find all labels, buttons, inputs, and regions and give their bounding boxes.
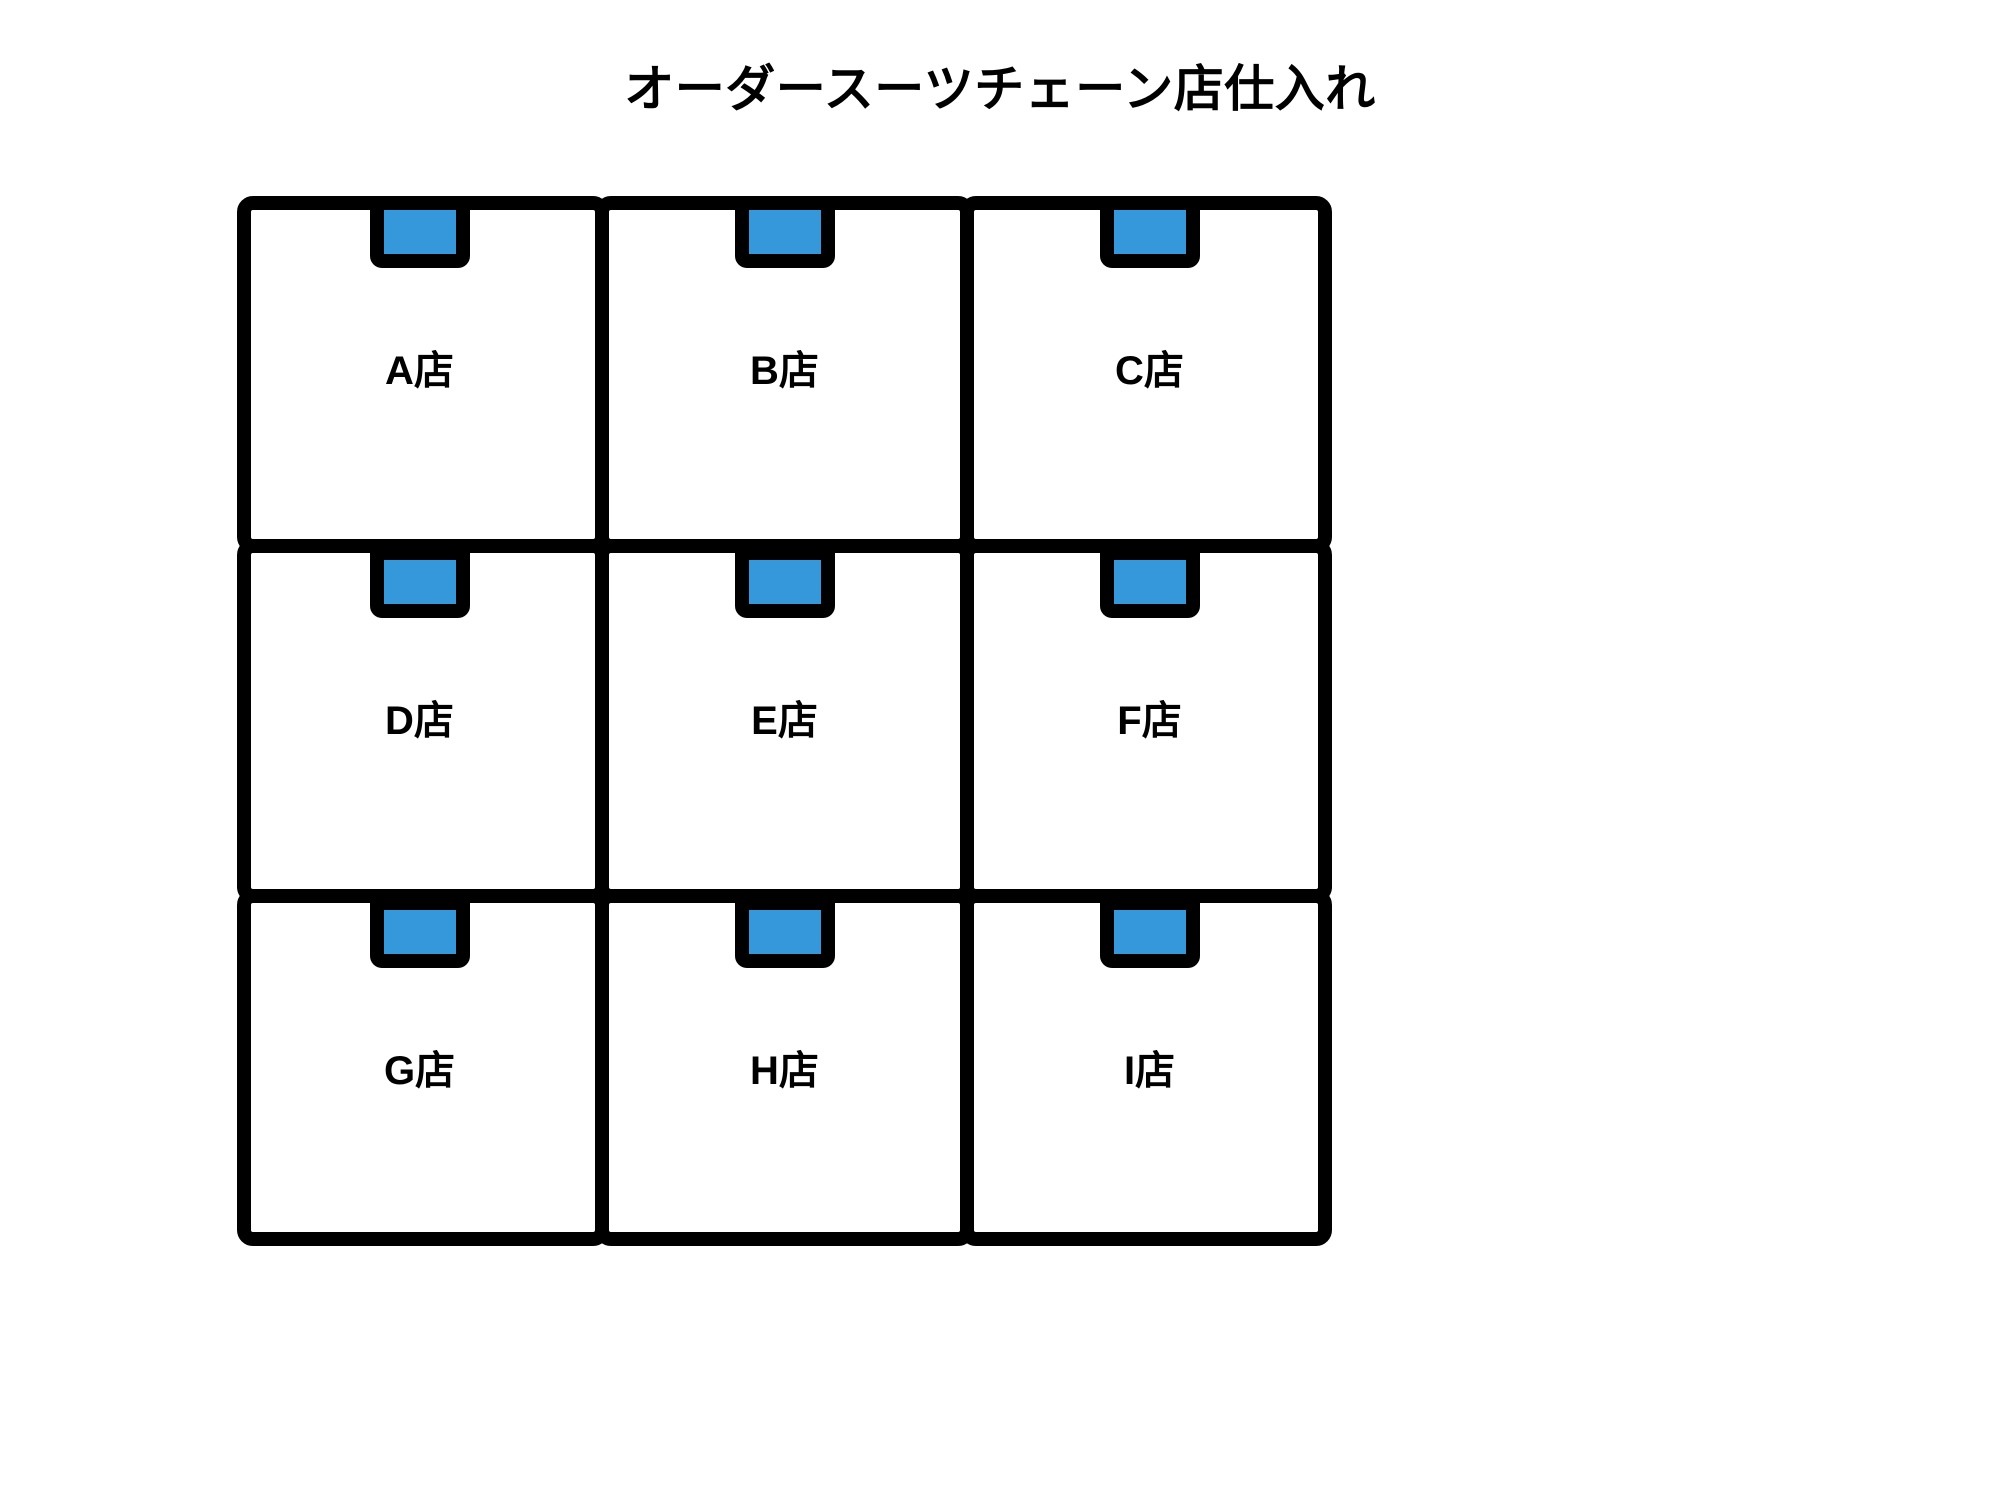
store-box-label: B店 xyxy=(750,349,819,393)
blue-tab-fill xyxy=(748,210,821,254)
page-title: オーダースーツチェーン店仕入れ xyxy=(624,61,1376,117)
blue-tab-fill xyxy=(1113,560,1186,604)
store-box-b[interactable]: B店 xyxy=(595,196,974,553)
store-box-label: I店 xyxy=(1123,1049,1176,1093)
store-box-h[interactable]: H店 xyxy=(595,889,974,1246)
store-box-grid: A店 B店 C店 D店 xyxy=(237,196,1332,1246)
blue-tab-icon xyxy=(369,196,470,268)
blue-tab-icon xyxy=(1099,896,1200,968)
blue-tab-icon xyxy=(369,896,470,968)
store-box-c[interactable]: C店 xyxy=(960,196,1332,553)
blue-tab-fill xyxy=(1113,210,1186,254)
store-box-label: E店 xyxy=(751,699,818,743)
blue-tab-icon xyxy=(734,546,835,618)
blue-tab-icon xyxy=(734,196,835,268)
store-box-label: D店 xyxy=(385,699,454,743)
store-box-label: C店 xyxy=(1115,349,1184,393)
blue-tab-icon xyxy=(734,896,835,968)
store-box-a[interactable]: A店 xyxy=(237,196,609,553)
store-box-d[interactable]: D店 xyxy=(237,539,609,903)
blue-tab-icon xyxy=(369,546,470,618)
blue-tab-fill xyxy=(383,560,456,604)
blue-tab-icon xyxy=(1099,196,1200,268)
store-box-g[interactable]: G店 xyxy=(237,889,609,1246)
blue-tab-icon xyxy=(1099,546,1200,618)
store-box-i[interactable]: I店 xyxy=(960,889,1332,1246)
blue-tab-fill xyxy=(1113,910,1186,954)
store-box-label: A店 xyxy=(385,349,454,393)
blue-tab-fill xyxy=(748,910,821,954)
store-box-e[interactable]: E店 xyxy=(595,539,974,903)
blue-tab-fill xyxy=(383,910,456,954)
store-box-f[interactable]: F店 xyxy=(960,539,1332,903)
blue-tab-fill xyxy=(748,560,821,604)
blue-tab-fill xyxy=(383,210,456,254)
store-box-label: G店 xyxy=(383,1049,456,1093)
store-box-label: H店 xyxy=(750,1049,819,1093)
store-box-label: F店 xyxy=(1117,699,1182,743)
